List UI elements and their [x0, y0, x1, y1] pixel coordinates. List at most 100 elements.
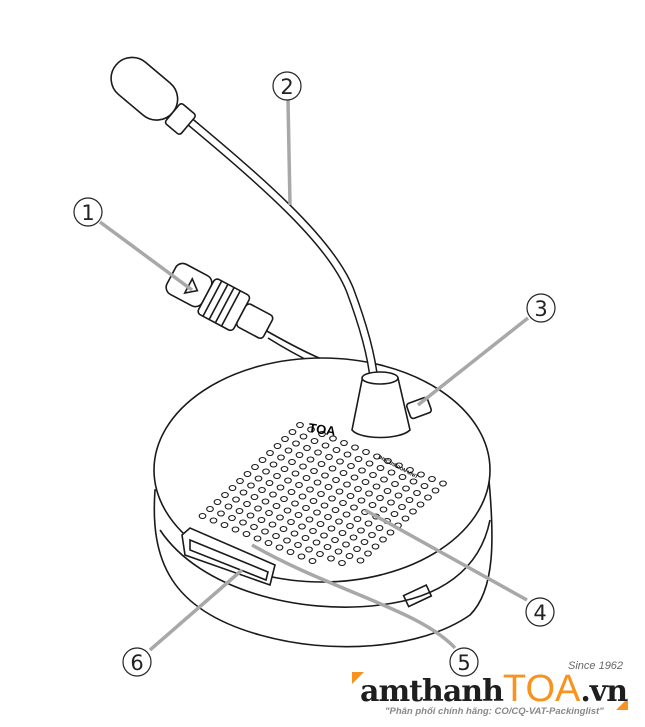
grille-hole	[398, 473, 407, 481]
grille-hole	[345, 552, 354, 560]
grille-hole	[428, 475, 436, 483]
grille-hole	[379, 536, 387, 543]
grille-hole	[288, 428, 297, 436]
grille-hole	[309, 497, 318, 505]
grille-hole	[286, 548, 295, 556]
grille-hole	[273, 472, 281, 480]
grille-hole	[331, 506, 340, 514]
grille-hole	[369, 471, 377, 479]
grille-hole	[279, 525, 288, 533]
grille-hole	[235, 507, 244, 515]
grille-hole	[323, 543, 332, 551]
grille-hole	[313, 479, 322, 486]
grille-hole	[339, 469, 348, 477]
grille-hole	[342, 511, 351, 518]
brand-label: TOA	[308, 420, 338, 439]
grille-hole	[384, 457, 392, 465]
grille-hole	[318, 430, 326, 438]
grille-hole	[239, 489, 248, 496]
grille-hole	[313, 509, 321, 516]
grille-hole	[365, 490, 373, 497]
grille-hole	[209, 517, 218, 524]
grille-hole	[336, 458, 344, 465]
grille-hole	[273, 442, 282, 450]
grille-hole	[246, 512, 255, 519]
grille-hole	[284, 477, 292, 484]
grille-hole	[357, 497, 366, 504]
grille-hole	[294, 511, 303, 519]
grille-hole	[269, 461, 278, 468]
grille-hole	[424, 494, 432, 501]
grille-hole	[266, 449, 274, 457]
grille-hole	[320, 532, 328, 539]
grille-hole	[390, 510, 399, 518]
grille-hole	[261, 498, 270, 505]
grille-hole	[316, 550, 324, 558]
grille-hole	[413, 489, 421, 497]
grille-hole	[420, 482, 429, 490]
grille-hole	[372, 483, 381, 490]
grille-hole	[332, 446, 341, 454]
grille-hole	[217, 510, 225, 517]
grille-hole	[294, 541, 302, 549]
grille-hole	[334, 548, 343, 555]
grille-hole	[332, 476, 340, 484]
leader-line-1	[98, 220, 194, 292]
grille-hole	[328, 495, 336, 502]
grille-hole	[395, 462, 403, 469]
grille-hole	[375, 524, 384, 532]
grille-hole	[325, 453, 333, 461]
grille-hole	[220, 521, 229, 529]
grille-hole	[236, 477, 244, 485]
grille-hole	[305, 546, 313, 553]
grille-hole	[228, 514, 236, 522]
callout-4: 4	[533, 601, 546, 625]
grille-hole	[346, 492, 355, 500]
grille-hole	[364, 550, 372, 557]
grille-hole	[380, 476, 388, 483]
grille-hole	[402, 485, 410, 492]
grille-hole	[276, 484, 285, 491]
grille-hole	[328, 465, 337, 472]
grille-hole	[376, 494, 384, 502]
grille-hole	[302, 474, 311, 482]
grille-hole	[272, 532, 280, 540]
grille-hole	[327, 525, 336, 532]
grille-hole	[354, 455, 363, 463]
grille-hole	[213, 498, 222, 506]
grille-hole	[264, 539, 273, 547]
grille-hole	[258, 486, 266, 494]
grille-hole	[338, 559, 346, 567]
grille-hole	[239, 519, 247, 526]
grille-hole	[275, 544, 284, 551]
grille-hole	[320, 502, 329, 509]
grille-hole	[417, 471, 425, 478]
grille-hole	[350, 474, 359, 481]
logo-tagline: "Phân phối chính hãng: CO/CQ-VAT-Packing…	[385, 706, 604, 717]
grille-hole	[298, 523, 306, 530]
grille-hole	[329, 435, 337, 442]
grille-hole	[350, 504, 358, 511]
grille-hole	[254, 505, 262, 512]
grille-hole	[206, 505, 214, 513]
grille-hole	[269, 491, 277, 498]
grille-hole	[360, 538, 369, 546]
logo-since: Since 1962	[568, 660, 624, 672]
grille-hole	[265, 479, 274, 487]
grille-hole	[242, 530, 251, 538]
grille-hole	[295, 451, 304, 459]
grille-hole	[299, 433, 308, 440]
logo-suffix: .vn	[580, 674, 628, 709]
mic-key	[405, 396, 433, 420]
grille-hole	[324, 483, 333, 491]
grille-hole	[250, 523, 258, 531]
grille-hole	[280, 465, 289, 473]
leader-line-2	[286, 99, 292, 206]
grille-hole	[198, 512, 207, 520]
grille-hole	[316, 520, 325, 528]
grille-hole	[339, 499, 347, 507]
grille-hole	[283, 537, 291, 544]
grille-hole	[321, 442, 330, 449]
grille-hole	[290, 530, 299, 537]
